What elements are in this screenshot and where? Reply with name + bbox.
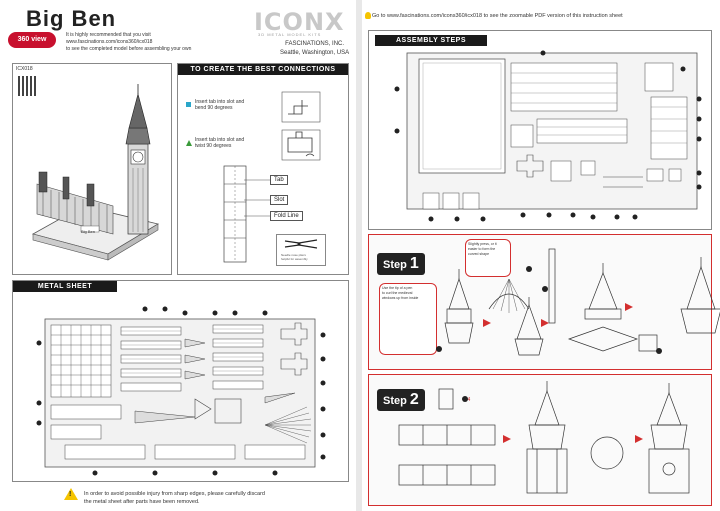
page-title: Big Ben <box>26 6 117 31</box>
recommendation-text: It is highly recommended that you visit … <box>66 32 236 53</box>
fold-line-label: Fold Line <box>270 211 303 221</box>
left-page: Big Ben 360 view It is highly recommende… <box>0 0 357 511</box>
step2-arrow-2 <box>635 435 643 443</box>
bend-diagram <box>281 91 321 123</box>
triangle-bullet-icon <box>186 140 192 146</box>
metal-sheet-diagram <box>36 306 326 476</box>
step1-note-b: Slightly press, or it easier to form the… <box>465 239 511 277</box>
base-label: Big Ben <box>81 229 96 234</box>
warning-text: In order to avoid possible injury from s… <box>84 491 265 505</box>
360-badge[interactable]: 360 view <box>8 32 56 48</box>
step1-arrow-2 <box>541 319 549 327</box>
pliers-box: Needle nose pliers helpful for assembly <box>276 234 326 266</box>
metal-sheet-header: METAL SHEET <box>13 281 117 292</box>
goto-hint[interactable]: Go to www.fascinations.com/icons360/icx0… <box>372 13 623 19</box>
step2-diagram <box>398 381 690 494</box>
step2-label: Step 2 <box>377 389 425 411</box>
step2-arrow-1 <box>503 435 511 443</box>
big-ben-model-illustration <box>31 84 160 261</box>
model-url-link[interactable]: www.fascinations.com/icons360/icx018 <box>66 39 153 45</box>
tip-bend: Insert tab into slot and bend 90 degrees <box>195 99 245 111</box>
twist-diagram <box>281 129 321 161</box>
pliers-hint: Needle nose pliers helpful for assembly <box>281 253 308 261</box>
model-image-box: ICX018 <box>12 63 172 275</box>
connections-box: TO CREATE THE BEST CONNECTIONS Insert ta… <box>177 63 349 275</box>
qr-code[interactable] <box>18 76 38 96</box>
step2-box: Step 2 x4 <box>368 374 712 506</box>
warning-icon <box>64 488 78 500</box>
assembly-steps-header: ASSEMBLY STEPS <box>375 35 487 46</box>
connections-header: TO CREATE THE BEST CONNECTIONS <box>178 64 348 75</box>
tip-twist: Insert tab into slot and twist 90 degree… <box>195 137 245 149</box>
page-gutter <box>356 0 362 511</box>
tab-label: Tab <box>270 175 288 185</box>
leader-lines <box>244 179 270 217</box>
step1-diagram <box>436 248 720 356</box>
step1-arrow-1 <box>483 319 491 327</box>
brand-logo: ICONX <box>254 8 345 36</box>
lightbulb-icon <box>365 12 371 19</box>
step1-box: Step 1 Use the tip of a pen to curl the … <box>368 234 720 370</box>
step1-note-a: Use the tip of a pen to curl the medieva… <box>379 283 437 355</box>
step1-label: Step 1 <box>377 253 425 275</box>
model-code: ICX018 <box>16 66 33 72</box>
part-strip-diagram <box>223 165 247 263</box>
brand-subtitle: 3D METAL MODEL KITS <box>258 32 322 37</box>
company-address: FASCINATIONS, INC. Seattle, Washington, … <box>280 41 350 56</box>
assembly-steps-box: ASSEMBLY STEPS <box>368 30 712 230</box>
warning-icon-mark: ! <box>69 491 72 498</box>
step1-arrow-3 <box>625 303 633 311</box>
square-bullet-icon <box>186 102 191 107</box>
metal-sheet-box: METAL SHEET <box>12 280 349 482</box>
assembly-parts-diagram <box>394 50 702 222</box>
slot-label: Slot <box>270 195 289 205</box>
pliers-icon <box>284 239 318 249</box>
